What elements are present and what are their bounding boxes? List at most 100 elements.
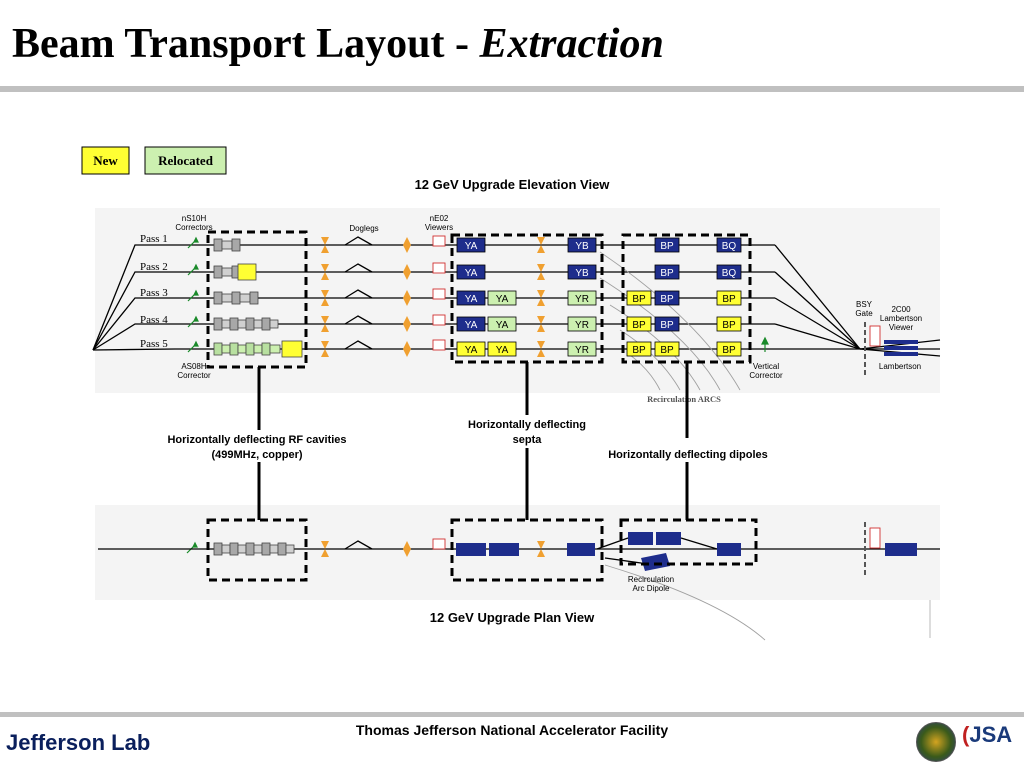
septum-magnet: [456, 264, 486, 280]
dipole-magnet-label: BP: [660, 241, 674, 252]
septum-magnet-label: YR: [575, 320, 589, 331]
dipole-magnet: [716, 290, 742, 306]
septum-magnet-label: YA: [496, 294, 509, 305]
lambertson-label: Lambertson: [879, 362, 921, 371]
septum-magnet: [487, 341, 517, 357]
dipole-magnet: [626, 341, 652, 357]
septum-magnet: [487, 290, 517, 306]
as08h-label: AS08H: [181, 362, 207, 371]
doglegs: [344, 236, 373, 350]
dipole-magnet-label: BP: [722, 320, 736, 331]
septa-box-plan: [450, 518, 604, 582]
dipole-magnet-label: BP: [632, 320, 646, 331]
dipole-magnet-label: BQ: [722, 268, 737, 279]
septum-magnet-label: YR: [575, 294, 589, 305]
pass-1-label: Pass 1: [140, 233, 168, 245]
septum-magnet-label: YB: [575, 241, 589, 252]
title-rule: [0, 86, 1024, 92]
pass-3-label: Pass 3: [140, 287, 168, 299]
septum-magnet: [456, 341, 486, 357]
element-labels: nS10H Correctors Doglegs nE02 Viewers AS…: [175, 214, 922, 380]
as08h-corrector-label: Corrector: [177, 371, 211, 380]
dipole-magnet-label: BP: [632, 294, 646, 305]
legend-relocated-swatch: [144, 146, 227, 175]
septum-magnet-label: YA: [465, 294, 478, 305]
jefferson-lab-logo: Jefferson Lab: [6, 730, 151, 755]
plan-view: Recirculation Arc Dipole: [98, 518, 940, 638]
septum-magnet-label: YA: [465, 320, 478, 331]
legend-relocated-label: Relocated: [158, 153, 214, 168]
ns10h-label: nS10H: [182, 214, 207, 223]
septum-magnet: [456, 290, 486, 306]
septum-magnet-label: YA: [465, 241, 478, 252]
dipole-magnet: [654, 264, 680, 280]
jsa-logo: (JSA: [962, 722, 1012, 748]
dipole-magnet: [626, 316, 652, 332]
dipoles-callout: Horizontally deflecting dipoles: [608, 449, 768, 461]
lambertson-viewer-label-1: Lambertson: [880, 314, 922, 323]
dipole-magnet-label: BP: [660, 294, 674, 305]
septum-magnet: [567, 264, 597, 280]
dipole-magnet: [654, 237, 680, 253]
dipole-magnet-label: BP: [660, 268, 674, 279]
dipole-magnet: [626, 290, 652, 306]
correctors-label: Correctors: [175, 223, 212, 232]
corrector-arrows: [186, 236, 769, 554]
doglegs-label: Doglegs: [349, 224, 378, 233]
septum-magnet-label: YA: [465, 268, 478, 279]
title-italic: Extraction: [479, 21, 664, 67]
septum-magnet-label: YA: [496, 320, 509, 331]
bsy-gate: [864, 322, 918, 378]
dipole-magnet: [716, 341, 742, 357]
plan-title: 12 GeV Upgrade Plan View: [430, 610, 595, 625]
septum-magnet: [456, 237, 486, 253]
septum-magnet-label: YR: [575, 345, 589, 356]
callouts: Horizontally deflecting RF cavities (499…: [167, 419, 767, 461]
rf-cavities-elevation: [213, 238, 303, 358]
dipole-magnet: [654, 290, 680, 306]
dipole-magnet-label: BQ: [722, 241, 737, 252]
septum-magnet-label: YA: [496, 345, 509, 356]
rf-callout-1: Horizontally deflecting RF cavities: [167, 434, 346, 446]
pass-labels: Pass 1 Pass 2 Pass 3 Pass 4 Pass 5: [140, 233, 168, 350]
pass-2-label: Pass 2: [140, 261, 168, 273]
septa-callout-2: septa: [513, 434, 543, 446]
vertical-corrector-label: Corrector: [749, 371, 783, 380]
legend-new-label: New: [93, 153, 118, 168]
arc-dipole-label-2: Arc Dipole: [633, 584, 670, 593]
jsa-swoosh-icon: (: [962, 722, 970, 747]
septa-callout-1: Horizontally deflecting: [468, 419, 586, 431]
dipole-magnet-label: BP: [660, 320, 674, 331]
dipole-magnet: [716, 264, 742, 280]
c2c00-label: 2C00: [891, 305, 911, 314]
septum-magnet: [567, 290, 597, 306]
rf-callout-2: (499MHz, copper): [211, 449, 302, 461]
septa-and-dipoles: YA YB YA YB YA YA YR YA YA YR YA YA YR BP BQ BP BQ BP BP BP…: [456, 237, 742, 357]
dipole-magnet-label: BP: [722, 345, 736, 356]
doe-seal-icon: [916, 722, 956, 762]
dipole-box-plan: [619, 518, 758, 566]
footer-rule: [0, 712, 1024, 717]
legend-new-swatch: [81, 146, 130, 175]
rf-box-plan: [206, 518, 308, 582]
elevation-title: 12 GeV Upgrade Elevation View: [415, 177, 611, 192]
bsy-label: BSY: [856, 300, 873, 309]
dipole-magnet: [654, 316, 680, 332]
dipole-magnet-label: BP: [660, 345, 674, 356]
pass-4-label: Pass 4: [140, 314, 168, 326]
footer-facility-name: Thomas Jefferson National Accelerator Fa…: [355, 722, 669, 738]
septum-magnet: [567, 341, 597, 357]
septum-magnet: [567, 237, 597, 253]
slide-title: Beam Transport Layout - Extraction: [12, 20, 664, 68]
dipole-magnet: [716, 316, 742, 332]
septum-magnet-label: YB: [575, 268, 589, 279]
septum-magnet: [487, 316, 517, 332]
septum-magnet: [456, 316, 486, 332]
viewers-label: Viewers: [425, 223, 453, 232]
dipole-magnet-label: BP: [722, 294, 736, 305]
septum-magnet-label: YA: [465, 345, 478, 356]
dipole-magnet-label: BP: [632, 345, 646, 356]
dipole-magnet: [654, 341, 680, 357]
arc-dipole-label-1: Recirculation: [628, 575, 674, 584]
